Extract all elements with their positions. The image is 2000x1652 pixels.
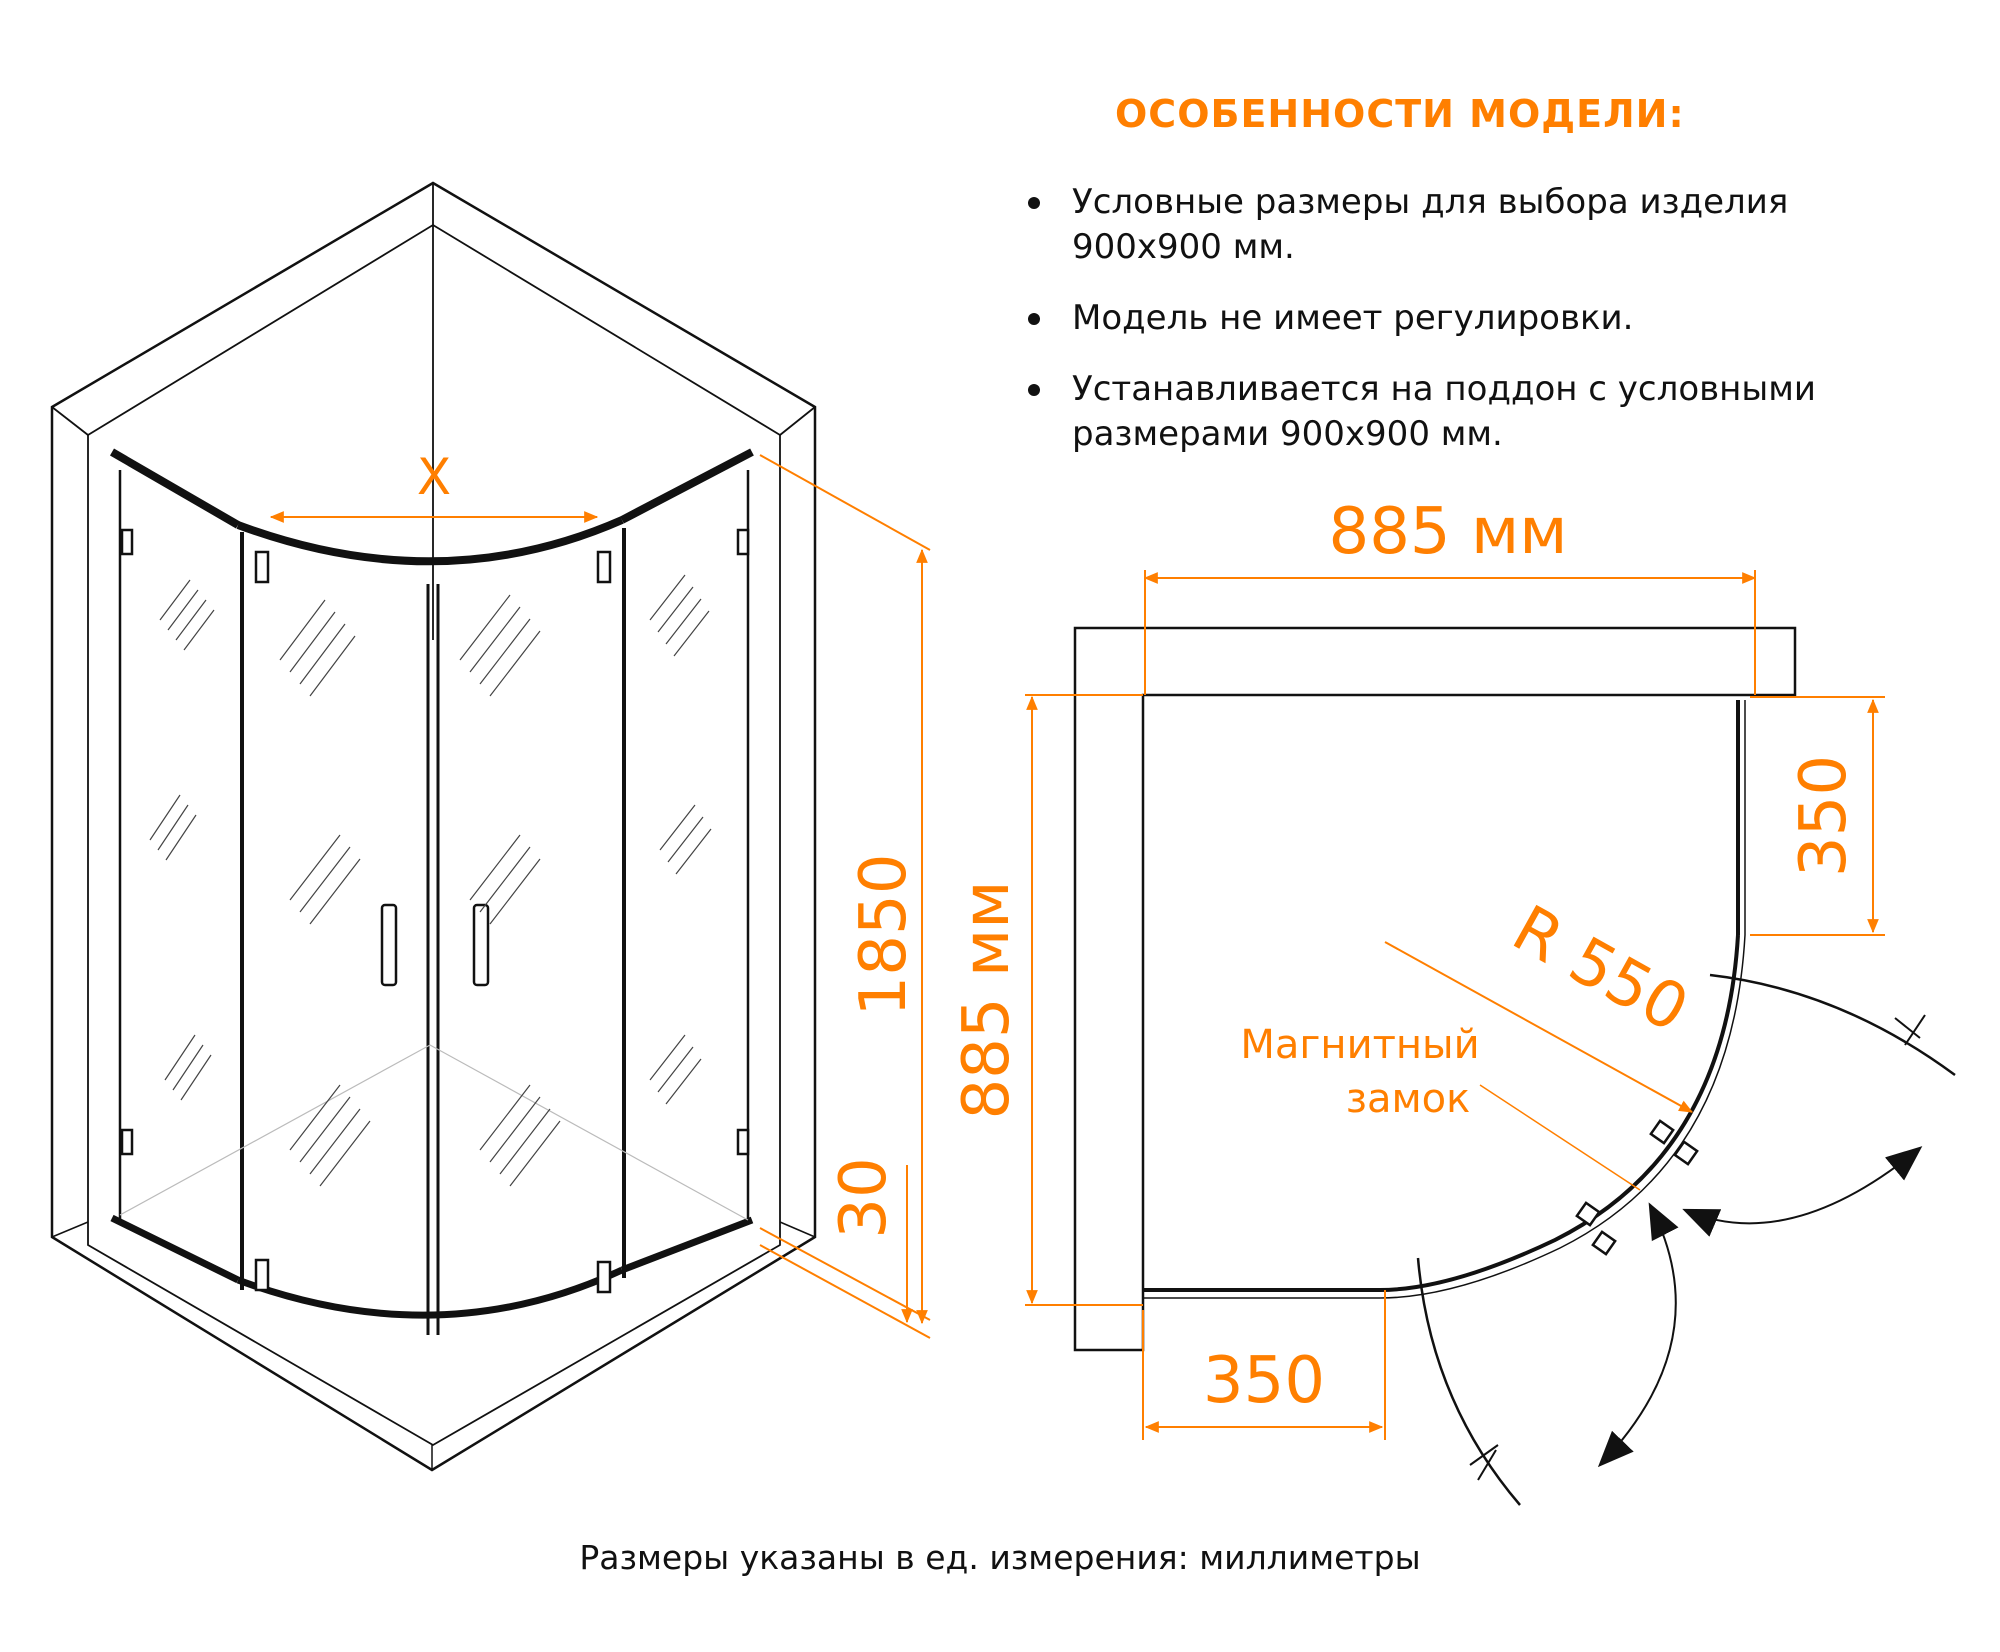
feature-item-sizes: Условные размеры для выбора изделия 900х… bbox=[1020, 180, 1940, 270]
feature-text: Условные размеры для выбора изделия 900х… bbox=[1072, 182, 1789, 267]
side-bottom-label: 350 bbox=[1203, 1344, 1325, 1418]
lock-leader-line bbox=[1479, 1084, 1641, 1191]
feature-item-no-adjustment: Модель не имеет регулировки. bbox=[1020, 296, 1940, 341]
side-top-label: 350 bbox=[1787, 755, 1861, 877]
plan-dimensions bbox=[1025, 570, 1885, 1440]
feature-text: Устанавливается на поддон с условными ра… bbox=[1072, 369, 1816, 454]
radius-dim-line bbox=[1384, 941, 1694, 1113]
isometric-view bbox=[50, 181, 817, 1472]
tray-height-label: 30 bbox=[827, 1157, 901, 1238]
bullet-icon bbox=[1028, 313, 1040, 325]
plan-width-label: 885 мм bbox=[1328, 495, 1567, 569]
isometric-dimensions bbox=[269, 454, 931, 1339]
feature-text: Модель не имеет регулировки. bbox=[1072, 298, 1634, 338]
units-note: Размеры указаны в ед. измерения: миллиме… bbox=[579, 1538, 1421, 1577]
width-label: X bbox=[417, 448, 451, 506]
height-label: 1850 bbox=[847, 854, 921, 1017]
lock-label-line2: замок bbox=[1346, 1076, 1471, 1122]
lock-label-line1: Магнитный bbox=[1240, 1022, 1479, 1068]
radius-label: R 550 bbox=[1500, 892, 1699, 1047]
bullet-icon bbox=[1028, 384, 1040, 396]
plan-depth-label: 885 мм bbox=[950, 880, 1024, 1119]
door-handle-left bbox=[380, 903, 398, 987]
bullet-icon bbox=[1028, 197, 1040, 209]
door-handle-right bbox=[472, 903, 490, 987]
features-title: ОСОБЕННОСТИ МОДЕЛИ: bbox=[1115, 92, 1685, 136]
feature-item-tray: Устанавливается на поддон с условными ра… bbox=[1020, 367, 1940, 457]
features-list: Условные размеры для выбора изделия 900х… bbox=[1020, 180, 1940, 483]
